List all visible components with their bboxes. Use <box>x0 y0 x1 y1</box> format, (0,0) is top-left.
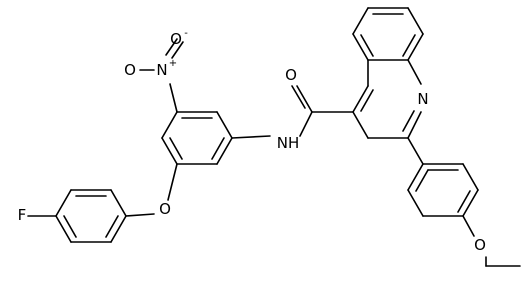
bond <box>352 85 369 113</box>
bond <box>360 34 374 57</box>
methoxy-group <box>462 215 521 267</box>
quinoline-pyridine-ring <box>352 59 422 139</box>
bond <box>296 85 313 113</box>
bond <box>161 111 178 139</box>
charge-plus: + <box>169 58 177 69</box>
bond <box>110 215 127 243</box>
bond <box>352 33 369 61</box>
bond <box>105 215 119 238</box>
bond <box>352 111 369 139</box>
bond <box>407 189 424 217</box>
bond <box>407 7 424 35</box>
methoxyphenyl-ring <box>407 137 479 217</box>
bond <box>457 190 471 213</box>
atom-labels: O - N + O O NH N O F O <box>18 28 486 254</box>
bond <box>299 111 313 137</box>
ether-linkage <box>125 163 178 217</box>
atom-label-o-carbonyl: O <box>285 66 297 84</box>
atom-label-o-methoxy: O <box>474 236 486 254</box>
nitrophenyl-ring <box>161 111 271 165</box>
bond <box>110 189 127 217</box>
bond <box>169 83 178 113</box>
nitro-group <box>139 38 184 113</box>
bond <box>402 34 416 57</box>
bond <box>165 38 178 56</box>
bond <box>211 137 225 160</box>
bond <box>462 163 479 191</box>
bond <box>63 215 77 238</box>
bond <box>125 213 155 217</box>
bond <box>407 59 422 85</box>
bond <box>407 33 424 61</box>
bond <box>231 135 271 139</box>
quinoline-benzo-ring <box>352 7 424 61</box>
bond <box>360 89 374 112</box>
carboxamide-group <box>291 85 354 137</box>
bond <box>171 41 184 59</box>
bond <box>216 111 233 139</box>
bond <box>402 110 415 132</box>
atom-label-nh-amide: NH <box>277 134 300 152</box>
charge-minus: - <box>184 28 188 39</box>
atom-label-n-nitro: N <box>156 61 167 79</box>
bond <box>407 163 424 191</box>
bond <box>462 189 479 217</box>
bond <box>352 7 369 35</box>
bond <box>161 137 178 165</box>
bond <box>216 137 233 165</box>
atom-label-fluorine: F <box>18 206 27 224</box>
bond <box>167 163 178 201</box>
atom-label-o-ether: O <box>159 200 171 218</box>
bond <box>407 137 424 165</box>
bond <box>169 137 183 160</box>
atom-label-o-nitro-minus: O <box>170 30 182 48</box>
atom-label-o-nitro: O <box>124 61 136 79</box>
bond <box>462 215 475 237</box>
bond <box>415 169 429 192</box>
fluorophenyl-ring <box>27 189 127 243</box>
bond <box>407 111 422 139</box>
bond <box>55 189 72 217</box>
bond <box>55 215 72 243</box>
atom-label-n-quinoline: N <box>417 90 428 108</box>
bond <box>291 85 306 109</box>
